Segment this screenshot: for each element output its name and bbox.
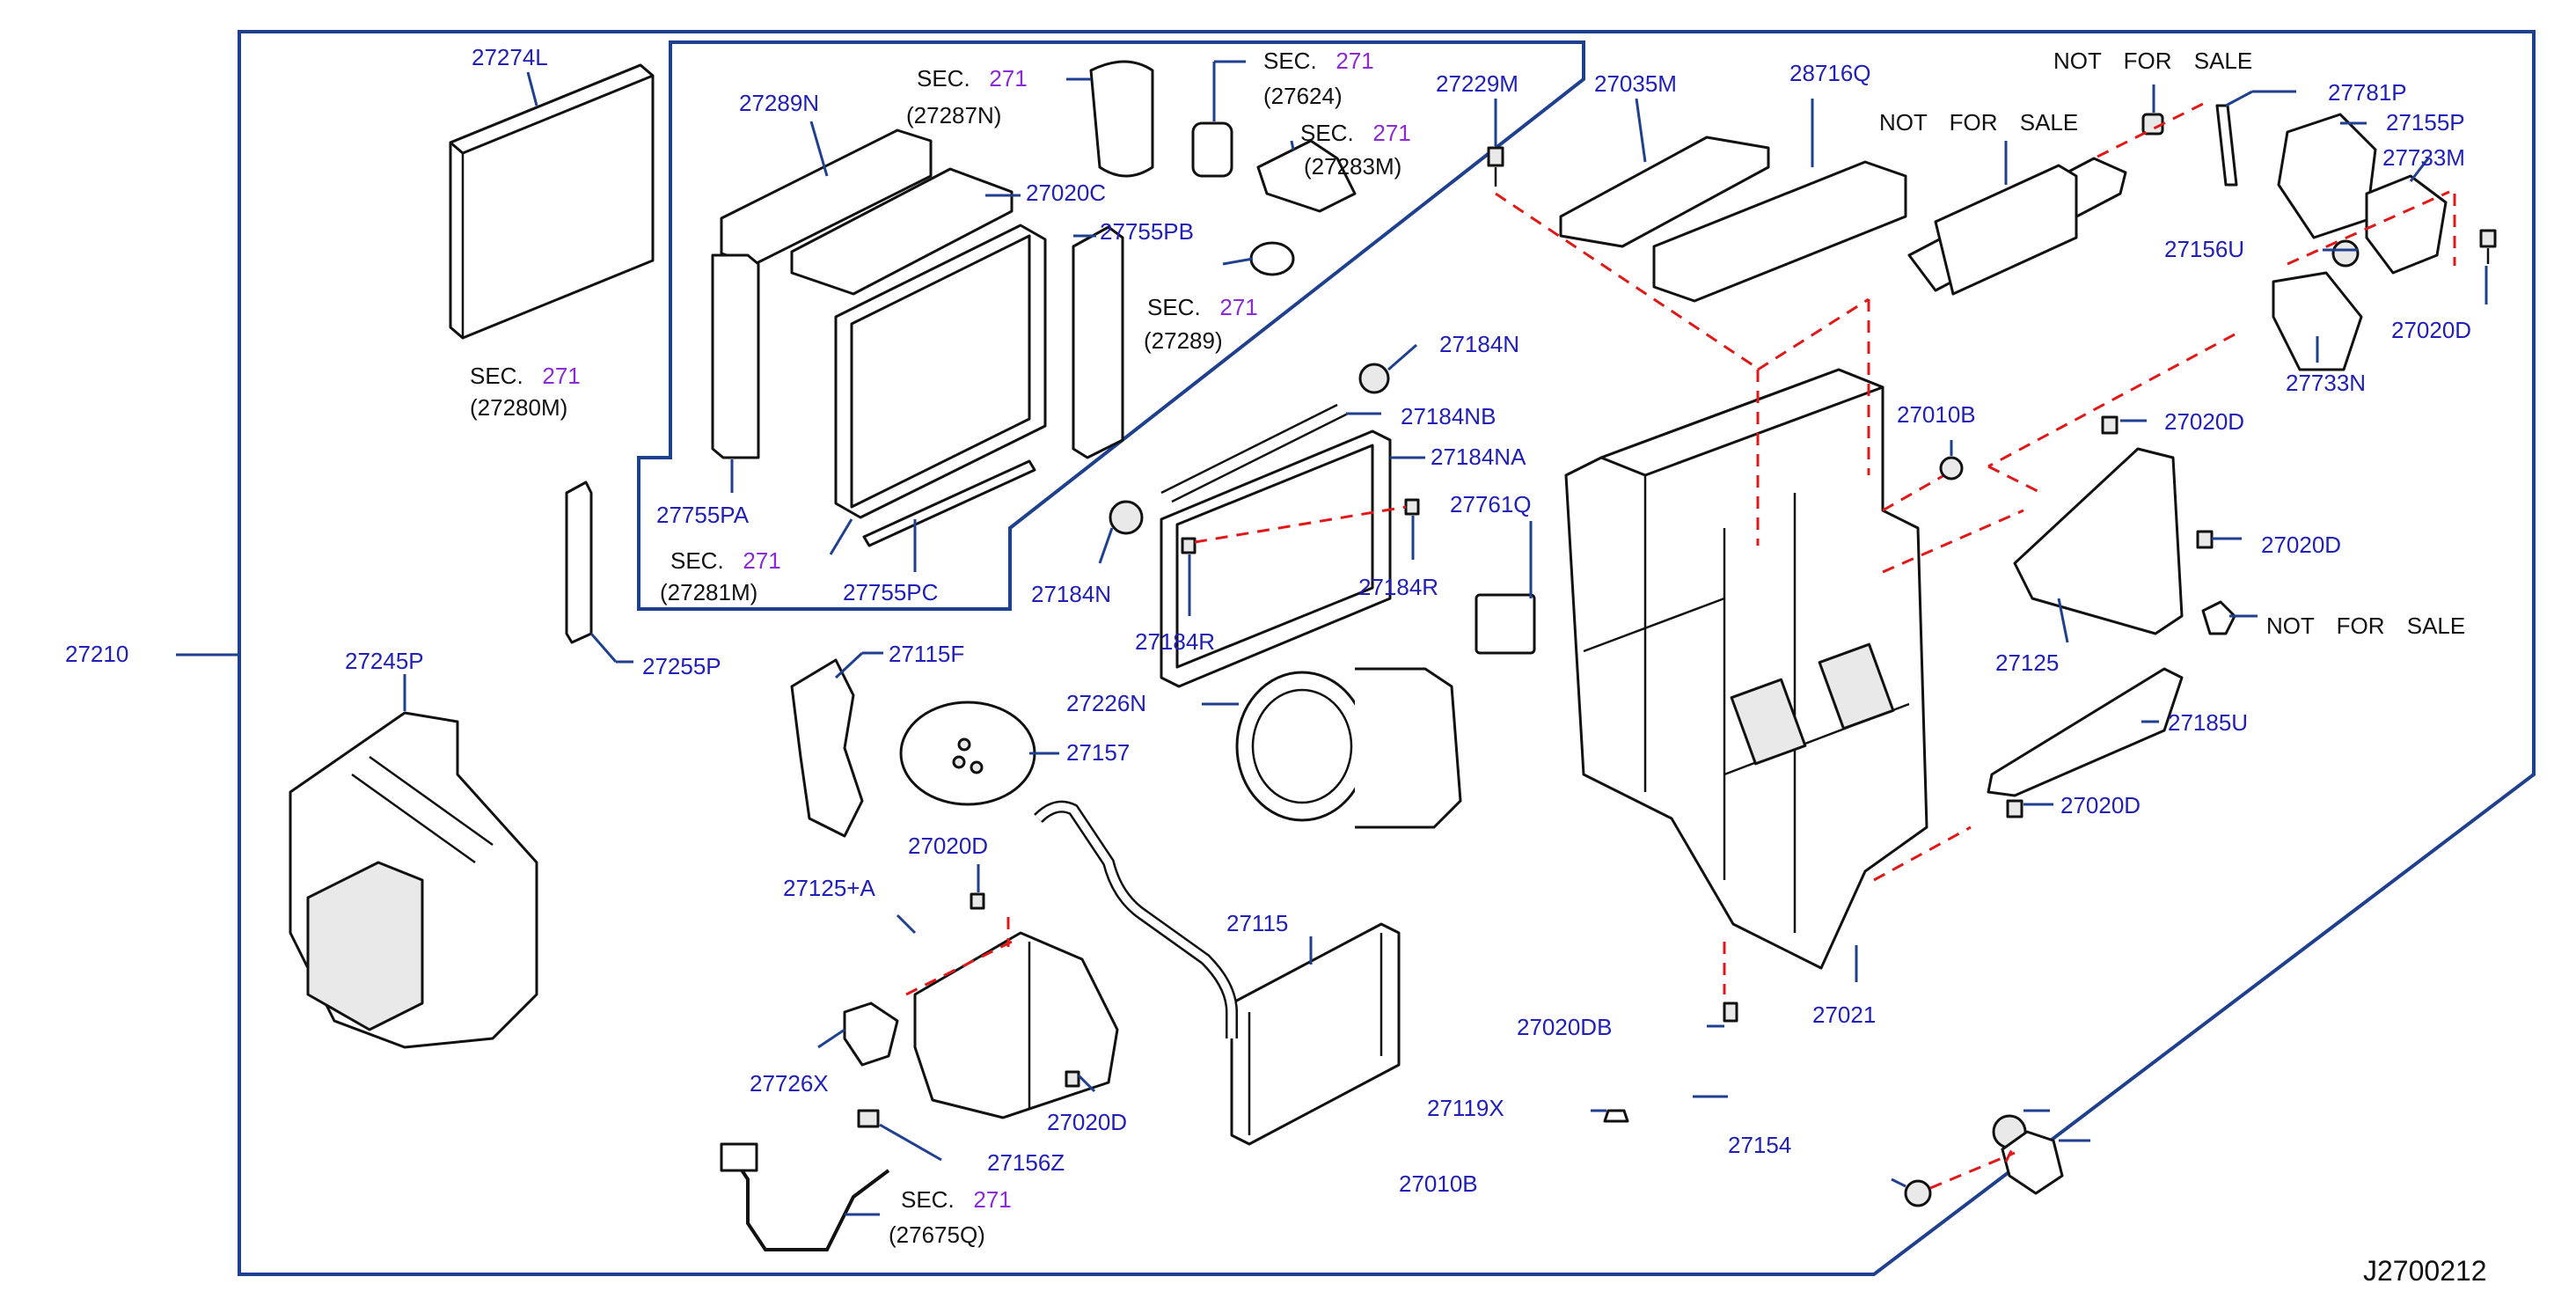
sec-number: 271 [1372, 120, 1411, 146]
label-27125a: 27125+A [783, 875, 875, 901]
label-27755pc: 27755PC [843, 579, 939, 605]
label-27020c: 27020C [1026, 180, 1107, 206]
blower-drawing [790, 343, 1536, 838]
sec-number: 271 [542, 363, 581, 389]
label-27675q: (27675Q) [889, 1222, 985, 1248]
sec-number: 271 [743, 547, 781, 574]
blower-case-27245p-drawing [289, 481, 633, 1049]
filter-frames-drawing [1559, 98, 1907, 303]
sec-ref-27289: SEC. 271 [1147, 296, 1258, 319]
label-27184r-b: 27184R [1358, 574, 1439, 600]
label-27125: 27125 [1995, 649, 2060, 676]
heater-core-drawing [720, 800, 1401, 1251]
label-27281m: (27281M) [660, 579, 758, 605]
label-27726x: 27726X [750, 1070, 829, 1097]
sec-ref-27283m: SEC. 271 [1300, 121, 1411, 144]
heater-unit-27021-drawing [1564, 297, 2024, 994]
label-27226n: 27226N [1066, 690, 1147, 716]
label-27035m: 27035M [1594, 70, 1677, 97]
evaporator-subframe [637, 40, 1585, 611]
filter-27274l-drawing [449, 63, 655, 340]
label-27210: 27210 [65, 641, 129, 667]
label-27184na: 27184NA [1431, 444, 1526, 470]
label-27280m: (27280M) [470, 394, 568, 421]
label-27733n: 27733N [2286, 370, 2367, 396]
label-28716q: 28716Q [1789, 60, 1871, 86]
screw-27229m-drawing [1487, 99, 1760, 371]
label-27289: (27289) [1144, 327, 1223, 354]
label-27020d-e: 27020D [908, 833, 989, 859]
label-27156z: 27156Z [987, 1149, 1065, 1176]
label-27020d-d: 27020D [2060, 792, 2141, 818]
label-27020db: 27020DB [1517, 1014, 1613, 1040]
right-side-parts-drawing [1591, 415, 2258, 1207]
label-27020d-a: 27020D [2391, 317, 2472, 343]
sec-ref-27287n: SEC. 271 [917, 67, 1028, 90]
sec-ref-27624: SEC. 271 [1263, 49, 1374, 72]
label-27157: 27157 [1066, 739, 1131, 766]
sec-ref-27280m: SEC. 271 [470, 364, 581, 387]
label-27021: 27021 [1812, 1002, 1877, 1028]
label-27156u: 27156U [2164, 236, 2245, 262]
sec-prefix: SEC. [1263, 48, 1317, 74]
label-27255p: 27255P [642, 653, 721, 679]
label-27245p: 27245P [345, 648, 424, 674]
sec-prefix: SEC. [1300, 120, 1354, 146]
sec-ref-27281m: SEC. 271 [670, 549, 781, 572]
label-27781p: 27781P [2328, 79, 2407, 106]
label-27020d-b: 27020D [2164, 408, 2245, 435]
sec-prefix: SEC. [901, 1186, 955, 1213]
not-for-sale-2: NOT FOR SALE [2053, 48, 2253, 74]
label-27115: 27115 [1226, 910, 1289, 936]
label-27283m: (27283M) [1304, 153, 1402, 180]
label-27229m: 27229M [1436, 70, 1519, 97]
sec-ref-27675q: SEC. 271 [901, 1188, 1012, 1211]
sec-prefix: SEC. [917, 65, 970, 92]
sec-prefix: SEC. [670, 547, 724, 574]
sec-number: 271 [973, 1186, 1012, 1213]
label-27115f: 27115F [889, 641, 965, 667]
label-27287n: (27287N) [906, 102, 1002, 128]
label-27020d-f: 27020D [1047, 1109, 1128, 1135]
sec-number: 271 [1336, 48, 1374, 74]
label-27274l: 27274L [472, 44, 548, 70]
sec-prefix: SEC. [1147, 294, 1201, 320]
actuators-drawing [1907, 84, 2497, 495]
label-27624: (27624) [1263, 83, 1343, 109]
label-27761q: 27761Q [1450, 491, 1532, 517]
label-27184r-a: 27184R [1135, 628, 1216, 655]
label-27020d-c: 27020D [2261, 532, 2342, 558]
label-27184n-b: 27184N [1031, 581, 1112, 607]
label-27185u: 27185U [2168, 709, 2249, 736]
label-27289n: 27289N [739, 90, 820, 116]
label-27755pa: 27755PA [656, 502, 750, 528]
sec-prefix: SEC. [470, 363, 523, 389]
diagram-id: J2700212 [2363, 1255, 2487, 1287]
label-27184n-a: 27184N [1439, 331, 1520, 357]
label-27184nb: 27184NB [1401, 403, 1497, 429]
label-27733m: 27733M [2382, 144, 2465, 171]
label-27010b-b: 27010B [1399, 1170, 1478, 1197]
not-for-sale-1: NOT FOR SALE [1879, 109, 2079, 136]
label-27755pb: 27755PB [1100, 218, 1194, 245]
label-27119x: 27119X [1427, 1095, 1504, 1121]
sec-number: 271 [989, 65, 1028, 92]
evaporator-drawing [711, 60, 1357, 572]
sec-number: 271 [1219, 294, 1258, 320]
not-for-sale-3: NOT FOR SALE [2266, 613, 2466, 639]
label-27155p: 27155P [2386, 109, 2465, 136]
label-27154: 27154 [1728, 1132, 1792, 1158]
label-27010b-a: 27010B [1897, 401, 1976, 428]
assembly-frame [238, 30, 2536, 1276]
